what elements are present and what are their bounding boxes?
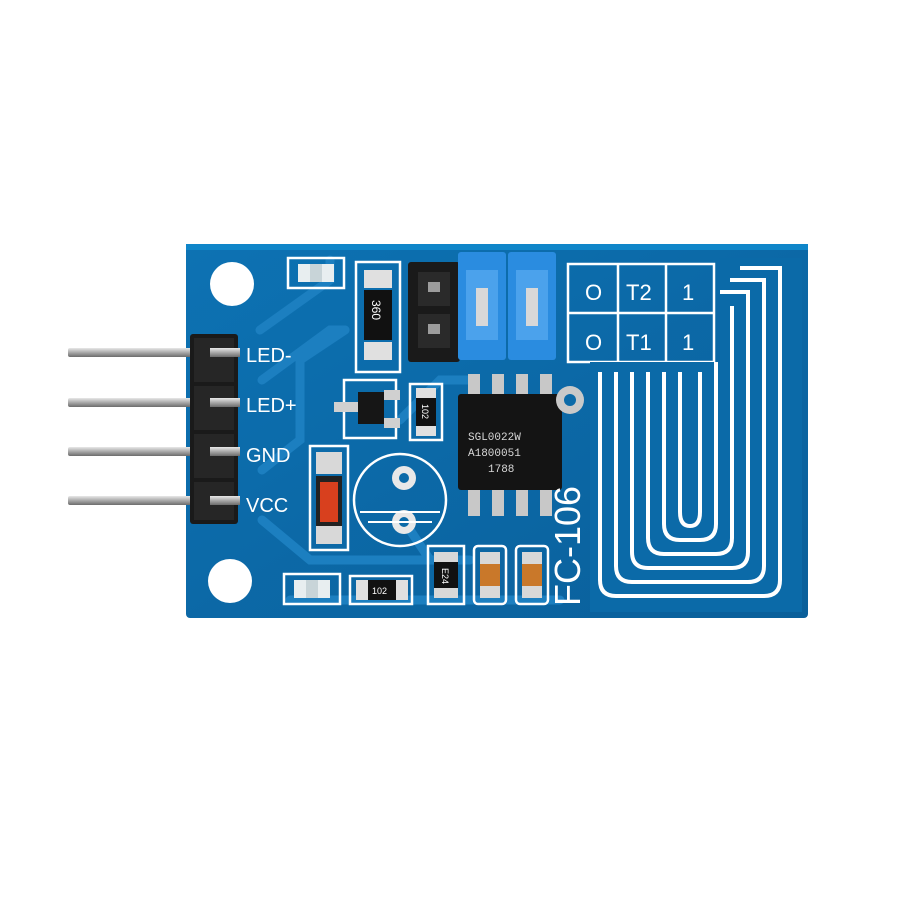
header-pins bbox=[68, 348, 218, 505]
resistor-102-bottom: 102 bbox=[348, 574, 414, 606]
label-vcc: VCC bbox=[246, 495, 288, 517]
model-label: FC-106 bbox=[547, 486, 588, 606]
diode bbox=[308, 444, 350, 552]
ic-marking-line3: 1788 bbox=[488, 464, 514, 476]
jumper-header-black bbox=[408, 262, 460, 362]
ic-marking-line1: SGL0022W bbox=[468, 432, 521, 444]
capacitor-smd-1 bbox=[472, 544, 508, 606]
ic-marking-line2: A1800051 bbox=[468, 448, 521, 460]
mounting-hole-bottom bbox=[208, 559, 252, 603]
jumper-cap-t2 bbox=[458, 252, 506, 360]
smd-led-bottom bbox=[282, 572, 342, 606]
capacitor-smd-2 bbox=[514, 544, 550, 606]
label-gnd: GND bbox=[246, 445, 290, 467]
label-led-plus: LED+ bbox=[246, 395, 297, 417]
matrix-row2-left: O bbox=[585, 330, 602, 355]
touch-select-matrix bbox=[566, 262, 716, 364]
matrix-row1-mid: T2 bbox=[626, 280, 652, 305]
transistor-sot23 bbox=[334, 378, 400, 440]
capacitor-e24: E24 bbox=[426, 544, 466, 606]
mounting-hole-top bbox=[210, 262, 254, 306]
pin-header-housing bbox=[190, 334, 240, 524]
smd-led-top bbox=[286, 256, 346, 290]
resistor-102-mid: 102 bbox=[408, 382, 444, 442]
matrix-row2-mid: T1 bbox=[626, 330, 652, 355]
label-led-minus: LED- bbox=[246, 345, 292, 367]
svg-text:102: 102 bbox=[420, 404, 430, 419]
jumper-cap-t1 bbox=[508, 252, 556, 360]
matrix-row1-left: O bbox=[585, 280, 602, 305]
pcb-edge-top bbox=[186, 244, 808, 250]
matrix-row1-right: 1 bbox=[682, 280, 694, 305]
resistor-360: 360 bbox=[354, 260, 402, 374]
sensor-pad-circle bbox=[352, 452, 448, 548]
svg-text:102: 102 bbox=[372, 586, 387, 596]
ic-sop8: SGL0022W A1800051 1788 bbox=[458, 374, 562, 516]
matrix-row2-right: 1 bbox=[682, 330, 694, 355]
svg-text:E24: E24 bbox=[440, 568, 450, 584]
touch-pad bbox=[590, 258, 802, 612]
svg-text:360: 360 bbox=[369, 300, 383, 320]
